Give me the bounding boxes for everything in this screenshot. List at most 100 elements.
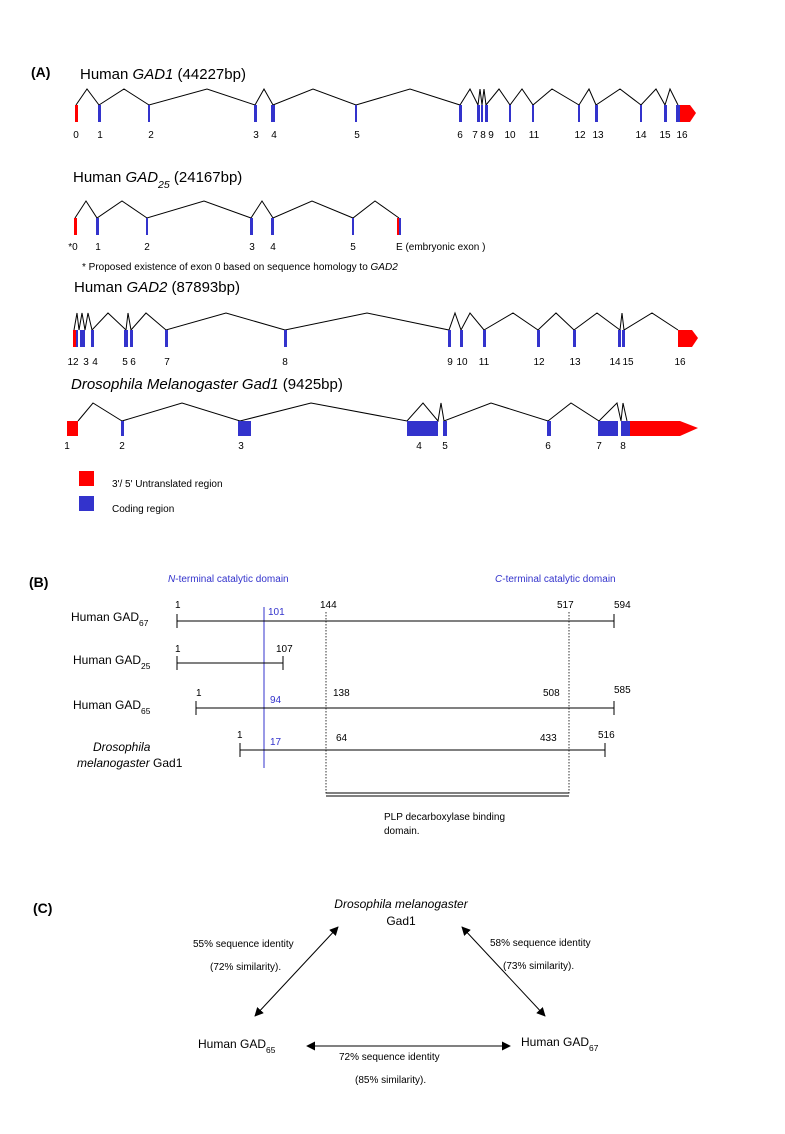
node-human-gad65: Human GAD65 bbox=[198, 1037, 276, 1055]
protein-gad25: Human GAD25 1 107 bbox=[73, 644, 293, 671]
dmel-label-2-run: Gad1 bbox=[150, 756, 183, 770]
gad2-title-run: (87893bp) bbox=[167, 279, 240, 296]
gad2-exon-5 bbox=[124, 330, 128, 347]
panel-a-label: (A) bbox=[31, 64, 50, 80]
gene-gad25-introns bbox=[74, 200, 400, 219]
protein-dmel-start: 1 bbox=[237, 730, 243, 741]
gene-gad2-exons bbox=[73, 330, 698, 347]
dmel-exon-2 bbox=[121, 421, 124, 436]
gad1-exon-label: 11 bbox=[529, 130, 540, 141]
gad2-title-run: GAD2 bbox=[127, 279, 169, 296]
gad25-exon-label: 1 bbox=[95, 242, 101, 253]
protein-dmel-label-line2: melanogaster Gad1 bbox=[77, 756, 183, 770]
gad2-exon-11 bbox=[483, 330, 486, 347]
gad1-exon-2 bbox=[148, 105, 150, 122]
protein-gad67-end: 594 bbox=[614, 600, 631, 611]
protein-gad67-start: 1 bbox=[175, 600, 181, 611]
edge-left-similarity: (72% similarity). bbox=[210, 962, 281, 973]
gad25-exon-label: E (embryonic exon ) bbox=[396, 242, 485, 253]
legend-utr-label: 3'/ 5' Untranslated region bbox=[112, 479, 223, 490]
gad2-exon-7 bbox=[165, 330, 168, 347]
gad2-exon-label: 12 bbox=[67, 357, 79, 368]
protein-gad25-label: Human GAD25 bbox=[73, 653, 151, 671]
protein-gad65-plp-start: 138 bbox=[333, 688, 350, 699]
gad1-exon-label: 4 bbox=[271, 130, 277, 141]
protein-gad67-plp-start: 144 bbox=[320, 600, 337, 611]
c-terminal-domain-label: C-terminal catalytic domain bbox=[495, 574, 616, 585]
gad2-exon-14 bbox=[618, 330, 621, 347]
dmel-exon-labels: 1 2 3 4 5 6 7 8 bbox=[64, 441, 626, 452]
gad25-label-run: 25 bbox=[141, 661, 151, 671]
gad1-exon-label: 1 bbox=[97, 130, 103, 141]
dmel-exon-label: 2 bbox=[119, 441, 125, 452]
gad25-label-run: Human GAD bbox=[73, 653, 141, 667]
gad2-exon-1 bbox=[73, 330, 76, 347]
gad1-exon-6 bbox=[459, 105, 462, 122]
gad1-exon-label: 8 bbox=[480, 130, 486, 141]
gene-gad2-title: Human GAD2 (87893bp) bbox=[74, 279, 240, 296]
gad1-exon-label: 0 bbox=[73, 130, 79, 141]
dmel-exon-7 bbox=[598, 421, 618, 436]
gad1-exon-15 bbox=[664, 105, 667, 122]
gad2-exon-label: 6 bbox=[130, 357, 136, 368]
gad65-label-run: 65 bbox=[141, 706, 151, 716]
dmel-exon-label: 6 bbox=[545, 441, 551, 452]
protein-gad25-end: 107 bbox=[276, 644, 293, 655]
gad1-title-run: (44227bp) bbox=[173, 66, 246, 83]
protein-gad65: Human GAD65 1 94 138 508 585 bbox=[73, 685, 631, 716]
gad1-exon-label: 2 bbox=[148, 130, 154, 141]
dmel-exon-label: 1 bbox=[64, 441, 70, 452]
node-human-gad67: Human GAD67 bbox=[521, 1035, 599, 1053]
protein-gad65-end: 585 bbox=[614, 685, 631, 696]
dmel-exon-6 bbox=[547, 421, 551, 436]
dmel-exon-8-coding bbox=[621, 421, 630, 436]
plp-domain-label-line1: PLP decarboxylase binding bbox=[384, 812, 505, 823]
protein-gad65-label: Human GAD65 bbox=[73, 698, 151, 716]
protein-dmel-plp-start: 64 bbox=[336, 733, 348, 744]
dmel-exon-5 bbox=[443, 421, 447, 436]
gene-gad25: Human GAD25 (24167bp) *0 1 2 3 4 5 E (em… bbox=[68, 169, 485, 273]
gad25-exon-label: 4 bbox=[270, 242, 276, 253]
dmel-exon-label: 8 bbox=[620, 441, 626, 452]
gad1-exon-5 bbox=[355, 105, 357, 122]
gene-gad1-introns bbox=[75, 87, 679, 107]
node-drosophila-line1: Drosophila melanogaster bbox=[334, 897, 468, 911]
gad2-exon-8 bbox=[284, 330, 287, 347]
edge-right-identity: 58% sequence identity bbox=[490, 938, 591, 949]
protein-dmel-plp-end: 433 bbox=[540, 733, 557, 744]
protein-gad67-label: Human GAD67 bbox=[71, 610, 149, 628]
gad1-title-run: Human bbox=[80, 66, 133, 83]
gene-dmel-gad1: Drosophila Melanogaster Gad1 (9425bp) 1 … bbox=[64, 376, 698, 452]
node-right-run: Human GAD bbox=[521, 1035, 589, 1049]
gad2-exon-16 bbox=[678, 330, 698, 347]
dmel-exon-3 bbox=[238, 421, 251, 436]
edge-left-identity: 55% sequence identity bbox=[193, 939, 294, 950]
gad1-exon-13 bbox=[595, 105, 598, 122]
legend-coding-label: Coding region bbox=[112, 504, 174, 515]
gad25-exon-1 bbox=[96, 218, 99, 235]
node-top-2-run: Gad1 bbox=[386, 914, 416, 928]
n-domain-run: -terminal catalytic domain bbox=[175, 574, 288, 585]
gad25-exon-e-coding bbox=[399, 218, 401, 235]
gad1-exon-label: 14 bbox=[635, 130, 647, 141]
gad2-exon-2 bbox=[76, 330, 78, 347]
gad25-exon-label: 3 bbox=[249, 242, 255, 253]
gad2-exon-label: 7 bbox=[164, 357, 170, 368]
dmel-exon-label: 5 bbox=[442, 441, 448, 452]
node-right-run: 67 bbox=[589, 1043, 599, 1053]
protein-gad67-plp-end: 517 bbox=[557, 600, 574, 611]
protein-gad65-start: 1 bbox=[196, 688, 202, 699]
gad1-exon-7 bbox=[477, 105, 480, 122]
c-domain-run: -terminal catalytic domain bbox=[502, 574, 615, 585]
gad1-exon-label: 13 bbox=[592, 130, 604, 141]
protein-gad65-plp-end: 508 bbox=[543, 688, 560, 699]
gad2-exon-label: 16 bbox=[674, 357, 686, 368]
gad2-exon-3 bbox=[80, 330, 85, 347]
gad1-exon-label: 10 bbox=[504, 130, 516, 141]
legend: 3'/ 5' Untranslated region Coding region bbox=[79, 471, 223, 515]
panel-b-label: (B) bbox=[29, 574, 48, 590]
gene-gad2: Human GAD2 (87893bp) 12 3 4 5 6 bbox=[67, 279, 698, 368]
gad25-note-run: GAD2 bbox=[371, 262, 399, 273]
legend-coding-swatch bbox=[79, 496, 94, 511]
